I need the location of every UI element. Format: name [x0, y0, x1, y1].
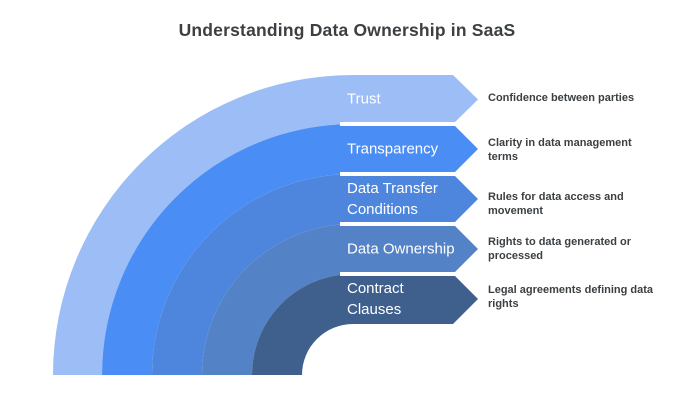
band-label-data-transfer-conditions: Data Transfer Conditions: [347, 180, 438, 218]
diagram-title: Understanding Data Ownership in SaaS: [178, 20, 516, 40]
band-gap: [340, 122, 480, 126]
band-description-contract-clauses: Legal agreements defining data rights: [488, 284, 654, 310]
band-transparency: [102, 124, 478, 375]
band-data-transfer-conditions: [152, 174, 478, 375]
band-data-ownership: [202, 224, 478, 375]
band-label-transparency: Transparency: [347, 140, 439, 158]
band-label-trust: Trust: [347, 90, 381, 108]
band-label-contract-clauses: Contract Clauses: [347, 280, 404, 318]
band-description-trust: Confidence between parties: [488, 92, 635, 104]
band-description-transparency: Clarity in data management terms: [488, 137, 632, 163]
band-gap: [340, 272, 480, 276]
band-contract-clauses: [252, 274, 478, 375]
band-description-data-transfer-conditions: Rules for data access and movement: [488, 191, 624, 217]
band-description-data-ownership: Rights to data generated or processed: [488, 236, 632, 262]
band-gap: [340, 222, 480, 226]
band-label-data-ownership: Data Ownership: [347, 240, 455, 258]
band-trust: [53, 75, 478, 375]
band-gap: [340, 172, 480, 176]
